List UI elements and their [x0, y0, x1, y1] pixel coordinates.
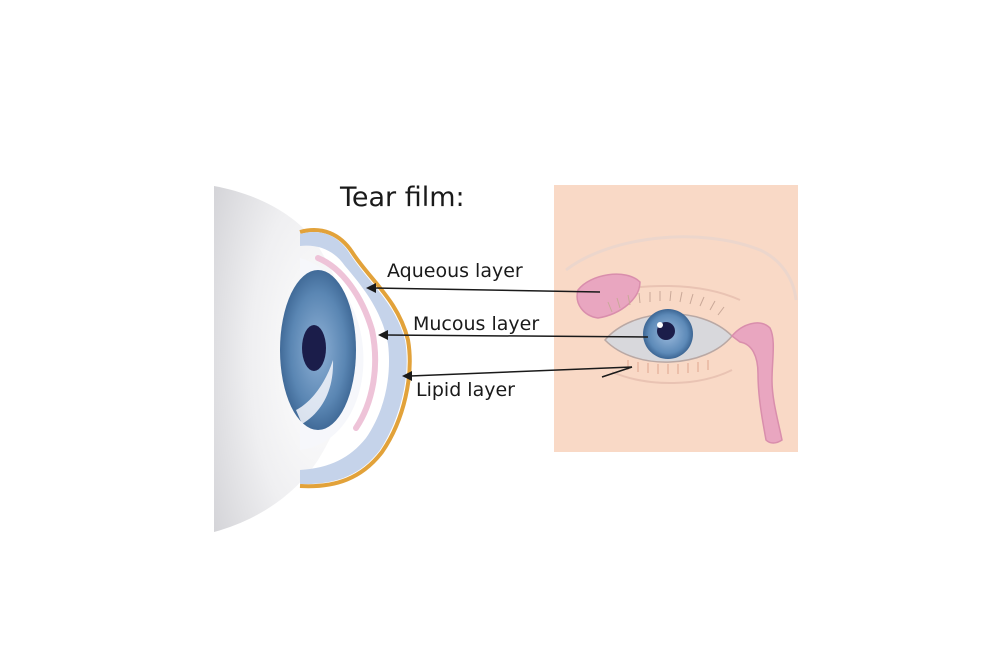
side-eye: [214, 186, 412, 532]
lipid-arrowhead: [402, 371, 412, 381]
lipid-arrow-tail: [601, 366, 633, 378]
mucous-arrow: [385, 334, 649, 338]
brow-crease: [565, 235, 798, 301]
tear-duct: [730, 322, 783, 444]
lower-crease: [611, 369, 733, 384]
mucous-arrowhead: [378, 330, 388, 340]
mucous-layer-label: Mucous layer: [413, 313, 540, 335]
lipid-layer-band: [299, 228, 412, 489]
diagram-title: Tear film:: [340, 182, 465, 213]
aqueous-layer-band: [300, 232, 407, 485]
front-highlight: [657, 322, 663, 328]
lipid-arrow: [409, 366, 633, 377]
lacrimal-gland: [576, 273, 641, 319]
pupil: [302, 325, 326, 371]
mucous-layer-band: [315, 255, 379, 431]
aqueous-arrow: [373, 287, 601, 293]
aqueous-arrowhead: [366, 283, 376, 293]
aqueous-layer-label: Aqueous layer: [387, 260, 523, 282]
pointer-arrows: [366, 283, 649, 381]
iris-highlight: [296, 360, 334, 424]
lipid-layer-label: Lipid layer: [416, 379, 515, 401]
front-view-panel: [554, 185, 798, 452]
upper-lashes: [607, 290, 725, 316]
